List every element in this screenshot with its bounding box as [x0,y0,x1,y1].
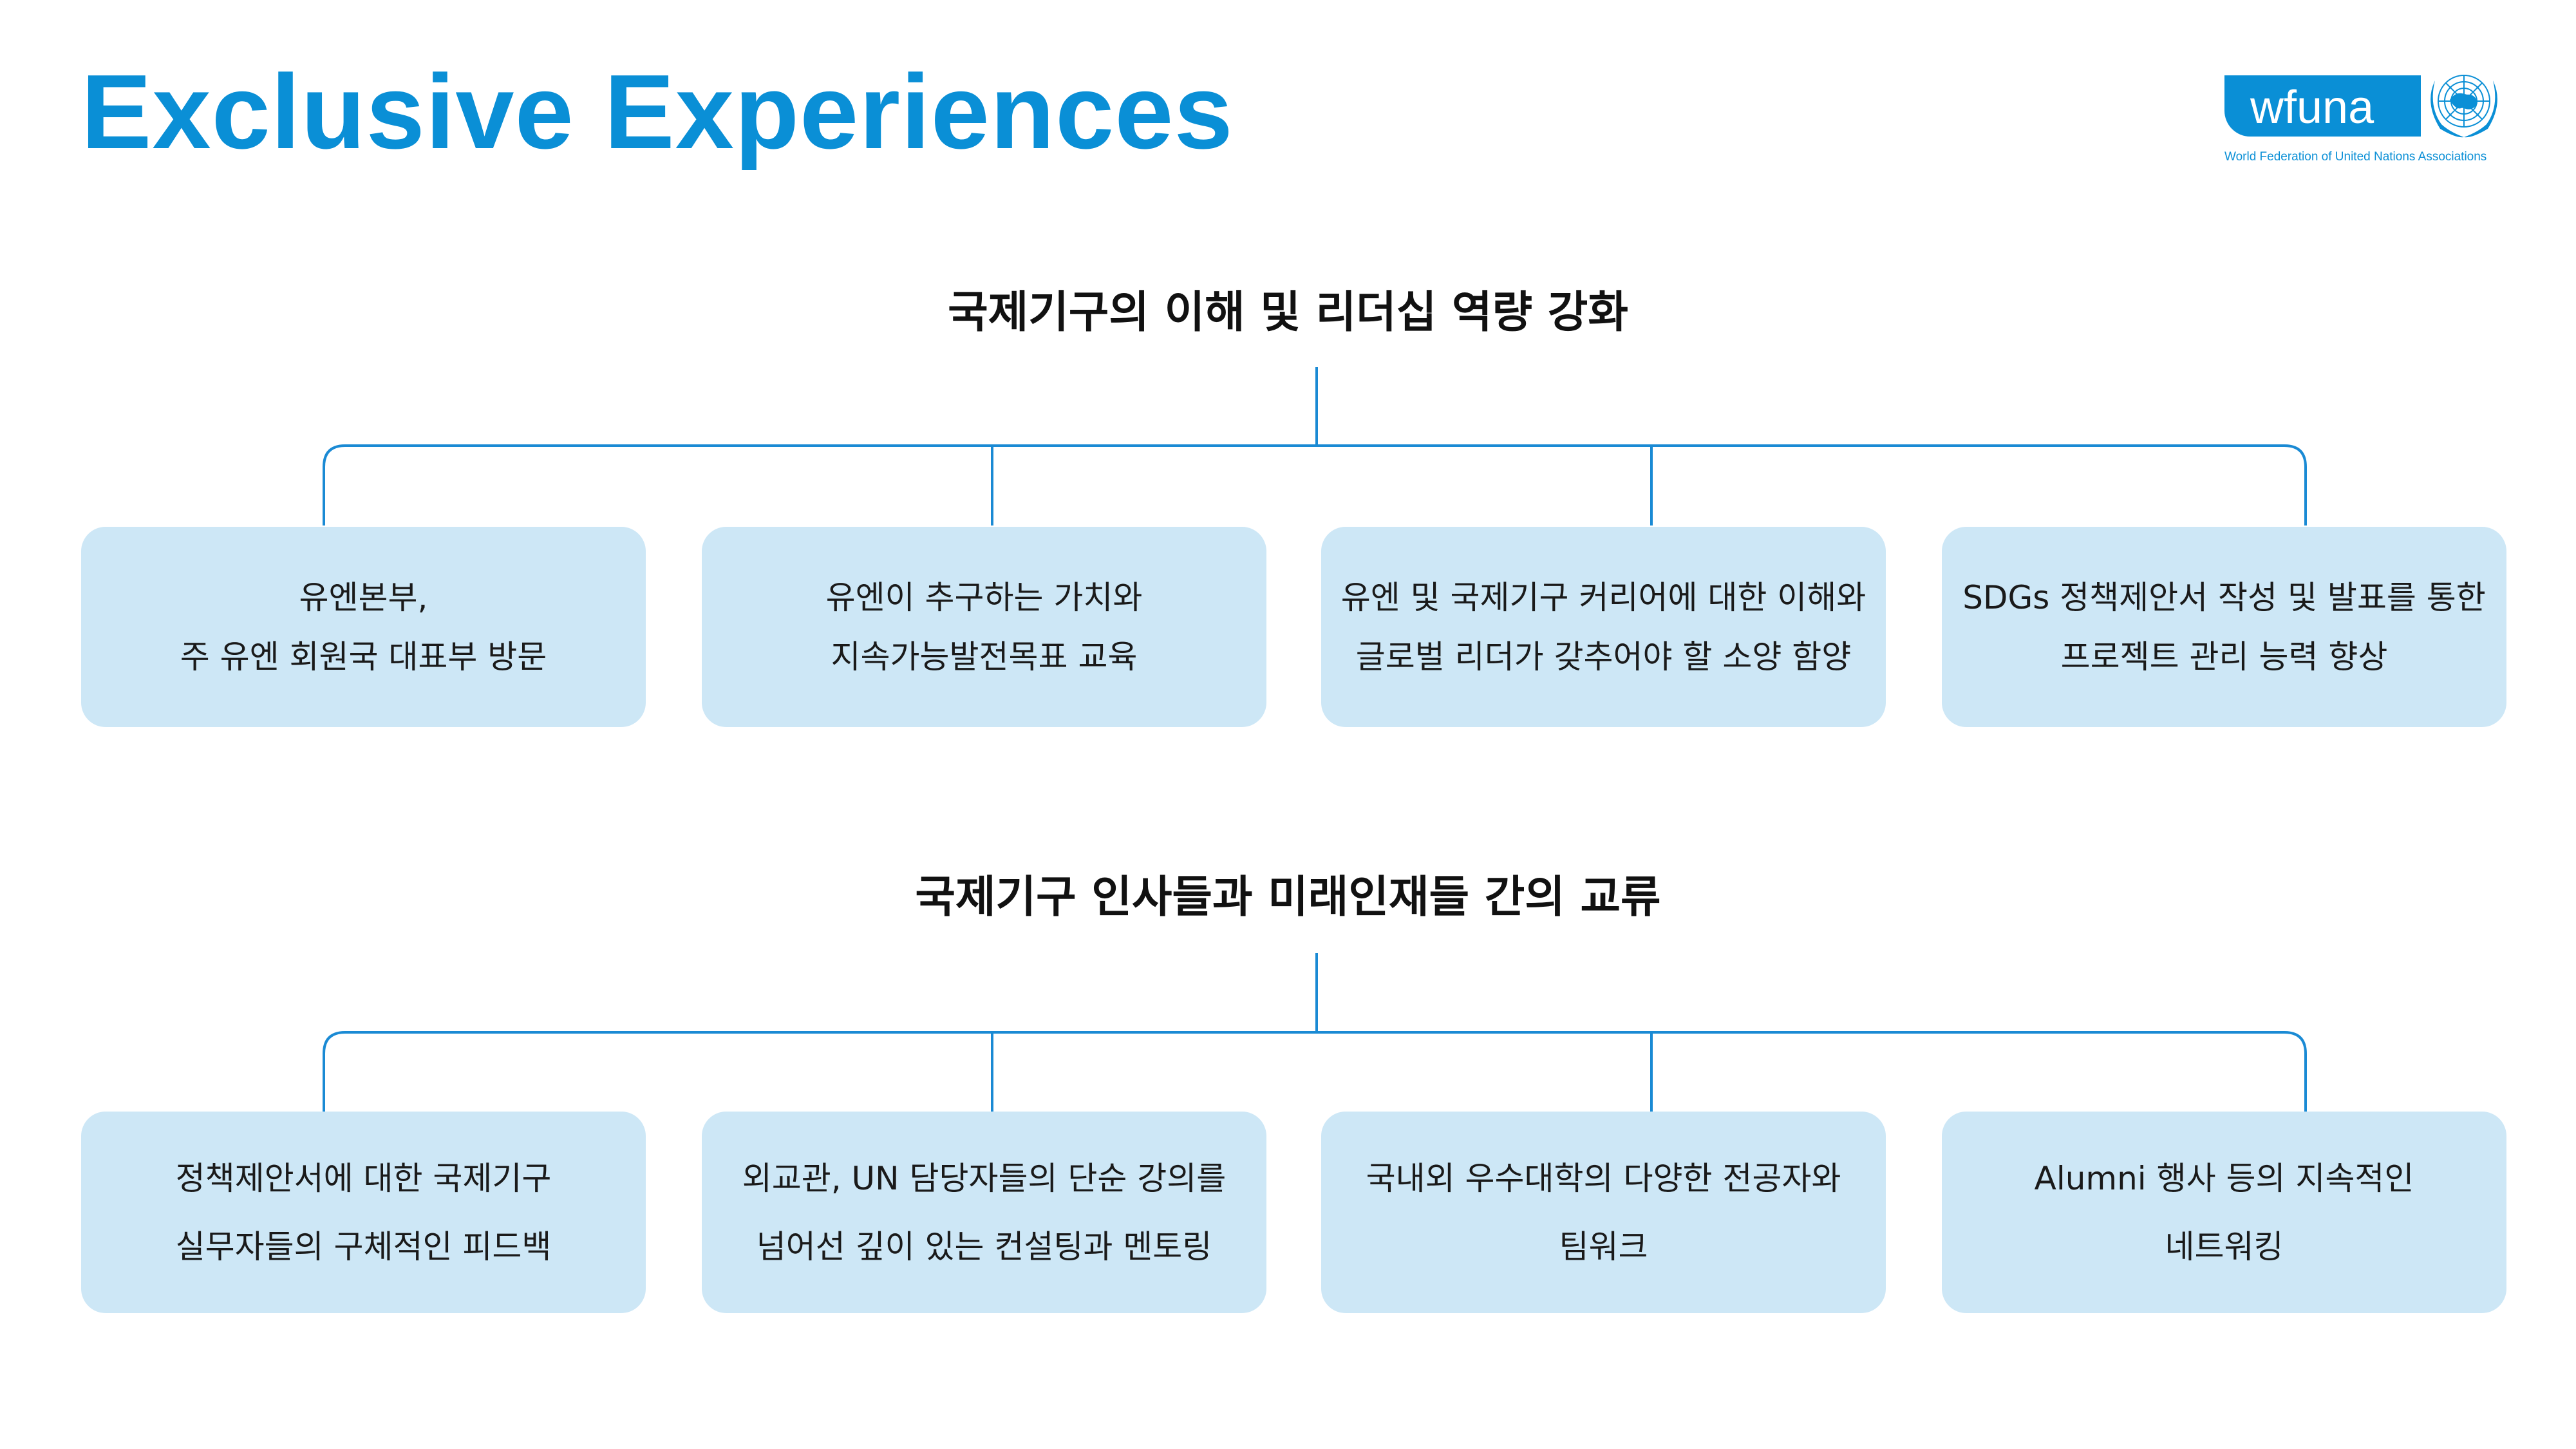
box-2-4: Alumni 행사 등의 지속적인 네트워킹 [1942,1112,2506,1313]
box-1-1: 유엔본부, 주 유엔 회원국 대표부 방문 [81,527,646,727]
box-line: 프로젝트 관리 능력 향상 [2060,638,2388,676]
box-line: 유엔 및 국제기구 커리어에 대한 이해와 [1340,578,1866,616]
box-line: Alumni 행사 등의 지속적인 [2034,1159,2414,1197]
box-line: 넘어선 깊이 있는 컨설팅과 멘토링 [756,1227,1212,1265]
page-title: Exclusive Experiences [81,53,1234,171]
box-2-3: 국내외 우수대학의 다양한 전공자와 팀워크 [1321,1112,1886,1313]
section-heading-2: 국제기구 인사들과 미래인재들 간의 교류 [915,872,1661,923]
logo-wordmark: wfuna [2250,82,2374,133]
box-line: 유엔이 추구하는 가치와 [825,578,1143,616]
un-emblem-icon [2430,75,2497,138]
box-2-2: 외교관, UN 담당자들의 단순 강의를 넘어선 깊이 있는 컨설팅과 멘토링 [702,1112,1266,1313]
box-line: SDGs 정책제안서 작성 및 발표를 통한 [1962,578,2486,616]
box-1-4: SDGs 정책제안서 작성 및 발표를 통한 프로젝트 관리 능력 향상 [1942,527,2506,727]
box-1-3: 유엔 및 국제기구 커리어에 대한 이해와 글로벌 리더가 갖추어야 할 소양 … [1321,527,1886,727]
logo-band: wfuna [2224,75,2421,137]
box-line: 주 유엔 회원국 대표부 방문 [180,638,547,676]
box-line: 글로벌 리더가 갖추어야 할 소양 함양 [1355,638,1852,676]
connector-bar-2 [323,1031,2307,1112]
box-line: 네트워킹 [2165,1227,2284,1265]
box-line: 유엔본부, [299,578,428,616]
logo-subtitle: World Federation of United Nations Assoc… [2224,150,2487,164]
box-line: 실무자들의 구체적인 피드백 [175,1227,552,1265]
box-line: 국내외 우수대학의 다양한 전공자와 [1366,1159,1841,1197]
box-1-2: 유엔이 추구하는 가치와 지속가능발전목표 교육 [702,527,1266,727]
box-line: 외교관, UN 담당자들의 단순 강의를 [742,1159,1227,1197]
wfuna-logo: wfuna World Federation of United Nations… [2224,68,2508,167]
box-2-1: 정책제안서에 대한 국제기구 실무자들의 구체적인 피드백 [81,1112,646,1313]
box-line: 팀워크 [1559,1227,1648,1265]
connector-bar-1 [323,444,2307,526]
section-heading-1: 국제기구의 이해 및 리더십 역량 강화 [948,287,1628,338]
box-line: 지속가능발전목표 교육 [831,638,1138,676]
box-line: 정책제안서에 대한 국제기구 [175,1159,552,1197]
